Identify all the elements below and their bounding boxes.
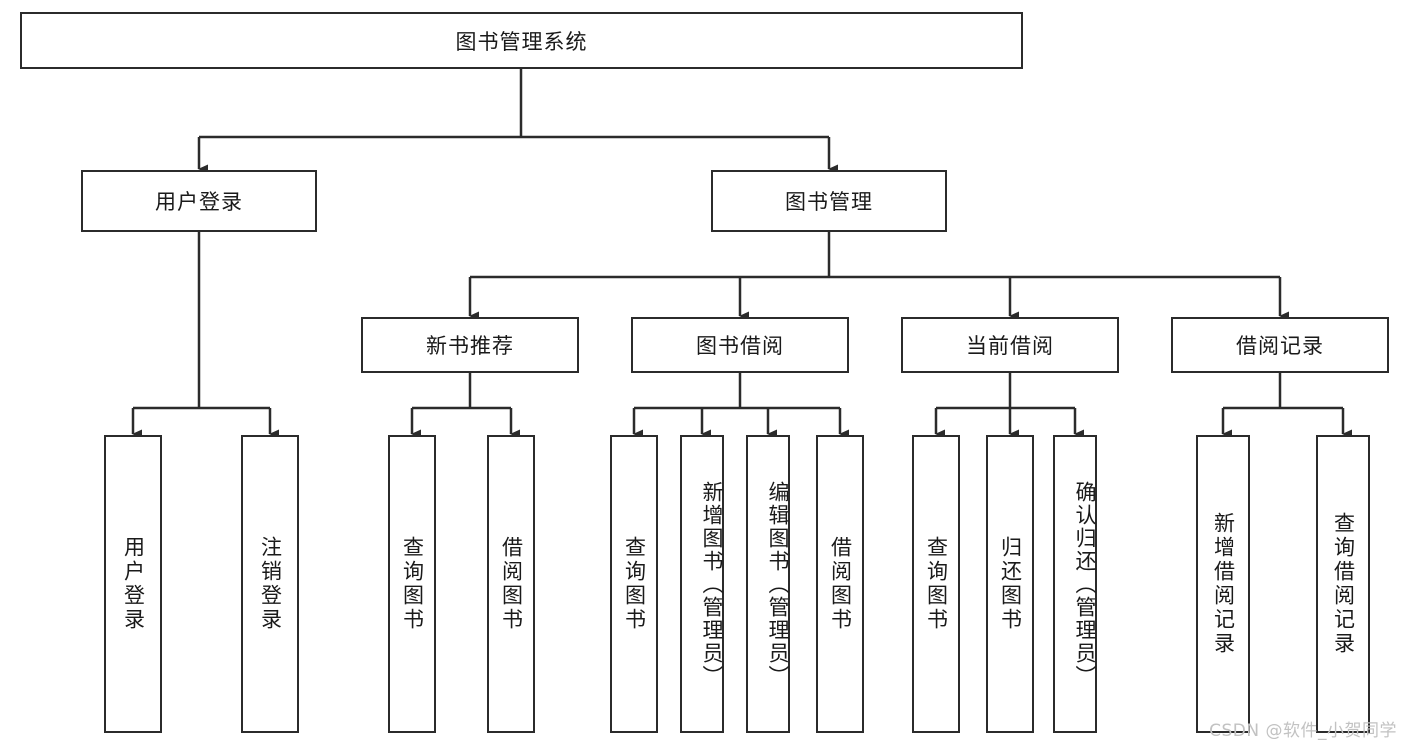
node-leaf-edit-book[interactable]: 编辑图书（管理员）	[746, 435, 790, 733]
node-leaf-query-book-1[interactable]: 查询图书	[388, 435, 436, 733]
node-label: 查询图书	[622, 536, 647, 632]
node-leaf-add-book[interactable]: 新增图书（管理员）	[680, 435, 724, 733]
node-label: 新书推荐	[426, 334, 514, 358]
node-label: 借阅图书	[499, 536, 524, 632]
node-label: 用户登录	[121, 536, 146, 632]
node-leaf-query-borrow-record[interactable]: 查询借阅记录	[1316, 435, 1370, 733]
node-label: 新增借阅记录	[1211, 512, 1236, 656]
node-label: 归还图书	[998, 536, 1023, 632]
node-user-login[interactable]: 用户登录	[81, 170, 317, 232]
node-label: 确认归还（管理员）	[1073, 480, 1097, 688]
node-leaf-confirm-return[interactable]: 确认归还（管理员）	[1053, 435, 1097, 733]
node-label: 图书管理系统	[455, 29, 588, 54]
node-label: 查询图书	[924, 536, 949, 632]
node-leaf-add-borrow-record[interactable]: 新增借阅记录	[1196, 435, 1250, 733]
node-label: 注销登录	[258, 536, 283, 632]
node-leaf-return-book[interactable]: 归还图书	[986, 435, 1034, 733]
watermark-text: CSDN @软件_小贺同学	[1209, 721, 1397, 741]
node-book-management[interactable]: 图书管理	[711, 170, 947, 232]
connector-group	[131, 69, 1352, 439]
node-book-borrow[interactable]: 图书借阅	[631, 317, 849, 373]
node-leaf-user-login[interactable]: 用户登录	[104, 435, 162, 733]
node-label: 查询借阅记录	[1331, 512, 1356, 656]
node-label: 查询图书	[400, 536, 425, 632]
node-label: 借阅图书	[828, 536, 853, 632]
node-label: 图书借阅	[696, 334, 784, 358]
node-label: 新增图书（管理员）	[700, 480, 724, 688]
node-leaf-borrow-book-2[interactable]: 借阅图书	[816, 435, 864, 733]
node-label: 用户登录	[155, 190, 243, 214]
node-label: 借阅记录	[1236, 334, 1324, 358]
node-label: 当前借阅	[966, 334, 1054, 358]
node-borrow-record[interactable]: 借阅记录	[1171, 317, 1389, 373]
node-leaf-logout[interactable]: 注销登录	[241, 435, 299, 733]
node-current-borrow[interactable]: 当前借阅	[901, 317, 1119, 373]
node-root[interactable]: 图书管理系统	[20, 12, 1023, 69]
node-leaf-query-book-3[interactable]: 查询图书	[912, 435, 960, 733]
node-label: 图书管理	[785, 190, 873, 214]
node-new-book-recommend[interactable]: 新书推荐	[361, 317, 579, 373]
node-leaf-query-book-2[interactable]: 查询图书	[610, 435, 658, 733]
node-label: 编辑图书（管理员）	[766, 480, 790, 688]
node-leaf-borrow-book-1[interactable]: 借阅图书	[487, 435, 535, 733]
